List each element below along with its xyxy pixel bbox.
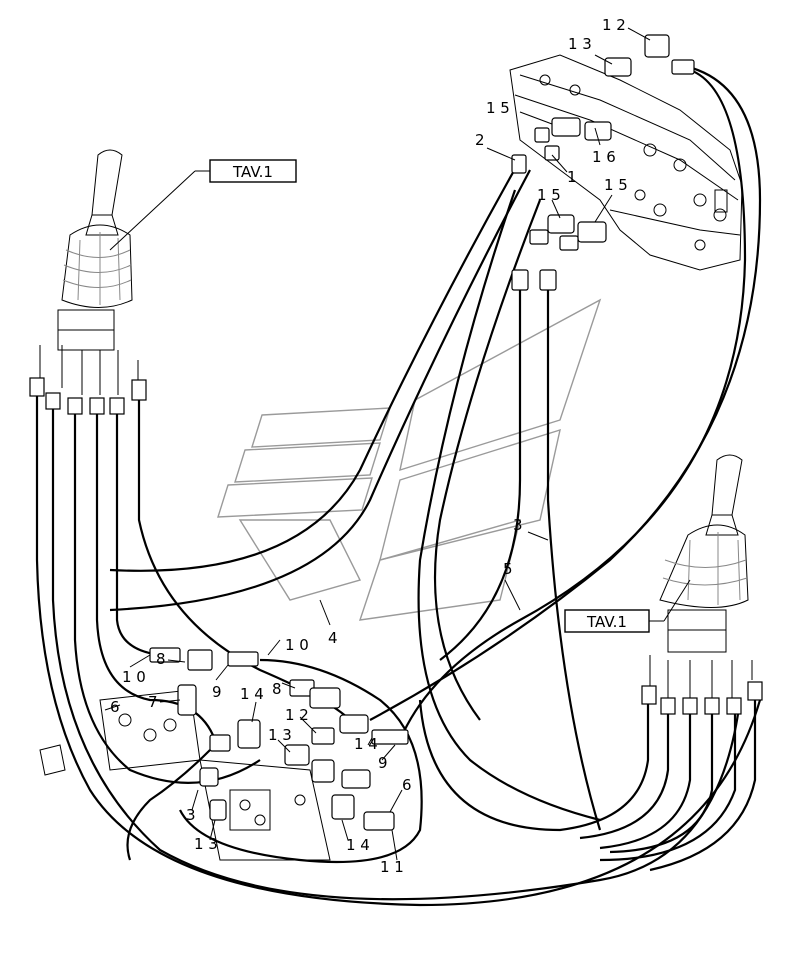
callout-12-mid: 1 2 <box>285 706 309 724</box>
control-valve-block <box>509 54 743 271</box>
tav-callout-right: TAV.1 <box>564 579 691 633</box>
callout-7: 7 <box>148 693 158 711</box>
callout-13-bottom: 1 3 <box>194 835 218 853</box>
callout-3-right: 3 <box>513 516 523 534</box>
left-joystick <box>57 149 133 351</box>
callout-10-mid: 1 0 <box>285 636 309 654</box>
callout-16: 1 6 <box>592 148 616 166</box>
callout-12-top: 1 2 <box>602 16 626 34</box>
callout-15-b: 1 5 <box>537 186 561 204</box>
callout-15-c: 1 5 <box>604 176 628 194</box>
callout-3-left: 3 <box>186 806 196 824</box>
callout-14-mid: 1 4 <box>240 685 264 703</box>
callout-14-b: 1 4 <box>354 735 378 753</box>
callout-9-right: 9 <box>378 754 388 772</box>
callout-11: 1 1 <box>380 858 404 876</box>
callout-13-mid: 1 3 <box>268 726 292 744</box>
tav-label-right: TAV.1 <box>586 613 627 631</box>
callout-1: 1 <box>567 168 577 186</box>
callout-8-mid: 8 <box>272 680 282 698</box>
callout-2: 2 <box>475 131 485 149</box>
right-joystick-hoses <box>418 655 763 872</box>
callout-13-top: 1 3 <box>568 35 592 53</box>
tav-callout-left: TAV.1 <box>109 159 297 251</box>
left-joystick-hoses <box>29 345 762 907</box>
callout-5: 5 <box>503 560 513 578</box>
callout-6-left: 6 <box>110 698 120 716</box>
valve-fittings <box>511 34 695 291</box>
part-callouts: 1 2 1 3 1 5 2 1 6 1 1 5 1 5 3 5 1 0 4 1 … <box>110 16 628 876</box>
callout-8-left: 8 <box>156 650 166 668</box>
callout-15-a: 1 5 <box>486 99 510 117</box>
callout-4-mid: 4 <box>328 629 338 647</box>
hose-fittings <box>149 647 409 831</box>
tav-label-left: TAV.1 <box>232 163 273 181</box>
valve-hoses <box>109 63 762 864</box>
callout-14-bottom: 1 4 <box>346 836 370 854</box>
callout-10-left: 1 0 <box>122 668 146 686</box>
watermark-logo <box>217 298 602 621</box>
callout-6-right: 6 <box>402 776 412 794</box>
right-joystick <box>659 454 749 653</box>
callout-9-left: 9 <box>212 683 222 701</box>
leader-lines <box>104 27 651 861</box>
